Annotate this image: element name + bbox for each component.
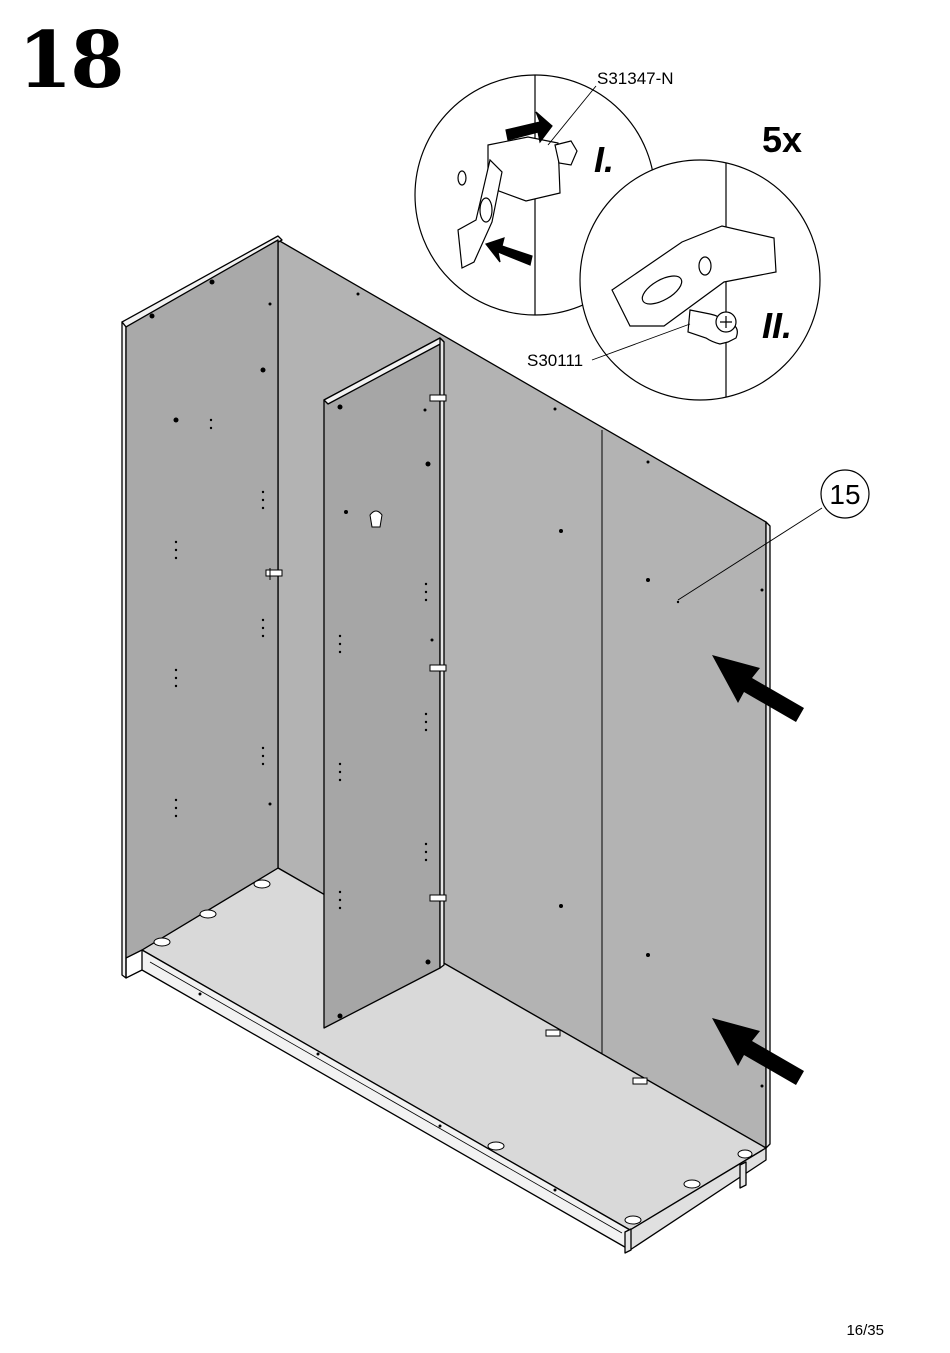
part-number-label: 15 xyxy=(829,479,860,510)
part-code-s30111: S30111 xyxy=(527,351,583,370)
part-code-s31347: S31347-N xyxy=(597,69,674,88)
detail-2-label: II. xyxy=(762,305,792,346)
middle-divider-panel xyxy=(324,338,440,1028)
quantity-label: 5x xyxy=(762,119,802,160)
detail-1-label: I. xyxy=(594,139,614,180)
left-side-panel xyxy=(126,240,278,958)
